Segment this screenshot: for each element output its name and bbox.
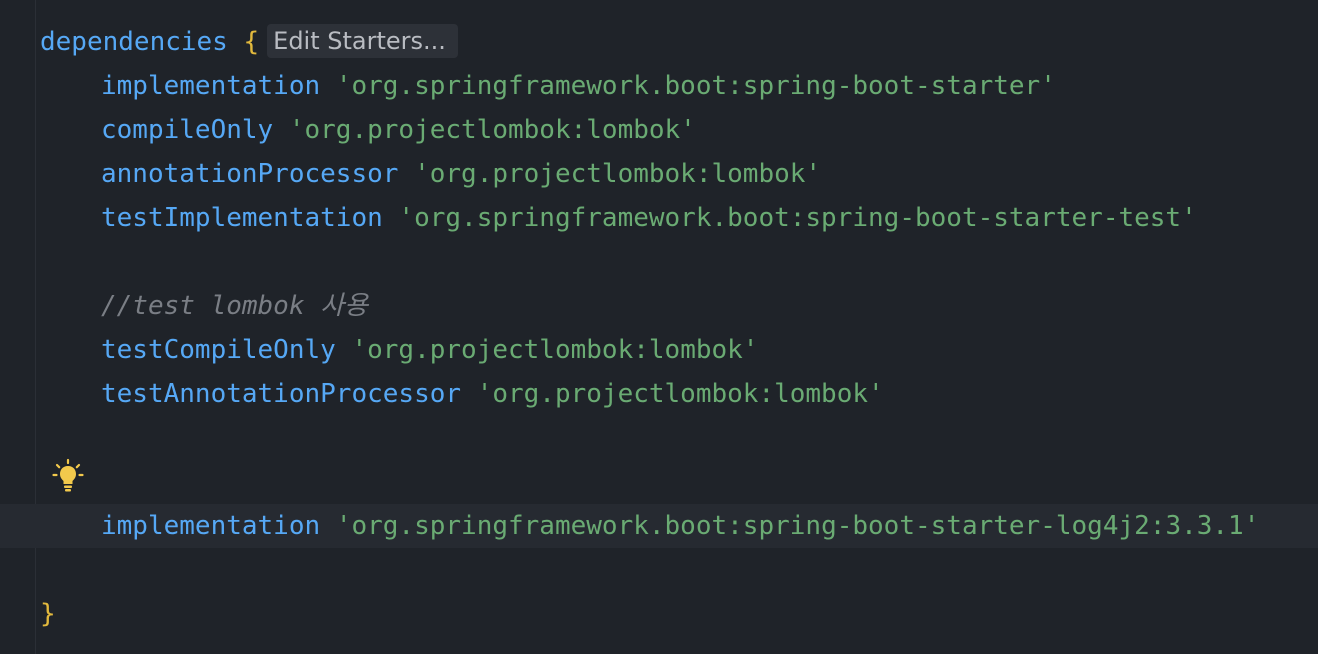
open-brace: { (243, 27, 260, 57)
code-line[interactable]: testAnnotationProcessor 'org.projectlomb… (0, 372, 1318, 416)
lightbulb-icon[interactable] (52, 458, 84, 494)
artifact-string: 'org.springframework.boot:spring-boot-st… (335, 71, 1056, 101)
artifact-string: 'org.projectlombok:lombok' (351, 335, 759, 365)
config-keyword: testImplementation (101, 203, 383, 233)
code-line[interactable]: annotationProcessor 'org.projectlombok:l… (0, 152, 1318, 196)
config-keyword: implementation (101, 511, 321, 541)
comment-text: //test lombok 사용 (101, 291, 368, 321)
code-line-comment[interactable]: //test lombok 사용 (0, 284, 1318, 328)
config-keyword: testCompileOnly (101, 335, 336, 365)
close-brace: } (40, 599, 56, 629)
artifact-string: 'org.projectlombok:lombok' (476, 379, 884, 409)
artifact-string: 'org.projectlombok:lombok' (414, 159, 822, 189)
artifact-string: 'org.springframework.boot:spring-boot-st… (398, 203, 1197, 233)
artifact-string: 'org.springframework.boot:spring-boot-st… (335, 511, 1260, 541)
code-line[interactable]: testImplementation 'org.springframework.… (0, 196, 1318, 240)
dependencies-keyword: dependencies (40, 27, 228, 57)
config-keyword: testAnnotationProcessor (101, 379, 462, 409)
config-keyword: implementation (101, 71, 321, 101)
edit-starters-hint[interactable]: Edit Starters... (267, 23, 458, 58)
gutter-divider (35, 0, 36, 654)
code-line[interactable]: testCompileOnly 'org.projectlombok:lombo… (0, 328, 1318, 372)
artifact-string: 'org.projectlombok:lombok' (288, 115, 696, 145)
code-line-close[interactable]: } (0, 592, 1318, 636)
config-keyword: compileOnly (101, 115, 274, 145)
code-line-current[interactable]: implementation 'org.springframework.boot… (0, 504, 1318, 548)
code-line-dependencies-open[interactable]: dependencies {Edit Starters... (0, 20, 1318, 64)
code-line[interactable]: compileOnly 'org.projectlombok:lombok' (0, 108, 1318, 152)
config-keyword: annotationProcessor (101, 159, 399, 189)
code-line[interactable]: implementation 'org.springframework.boot… (0, 64, 1318, 108)
